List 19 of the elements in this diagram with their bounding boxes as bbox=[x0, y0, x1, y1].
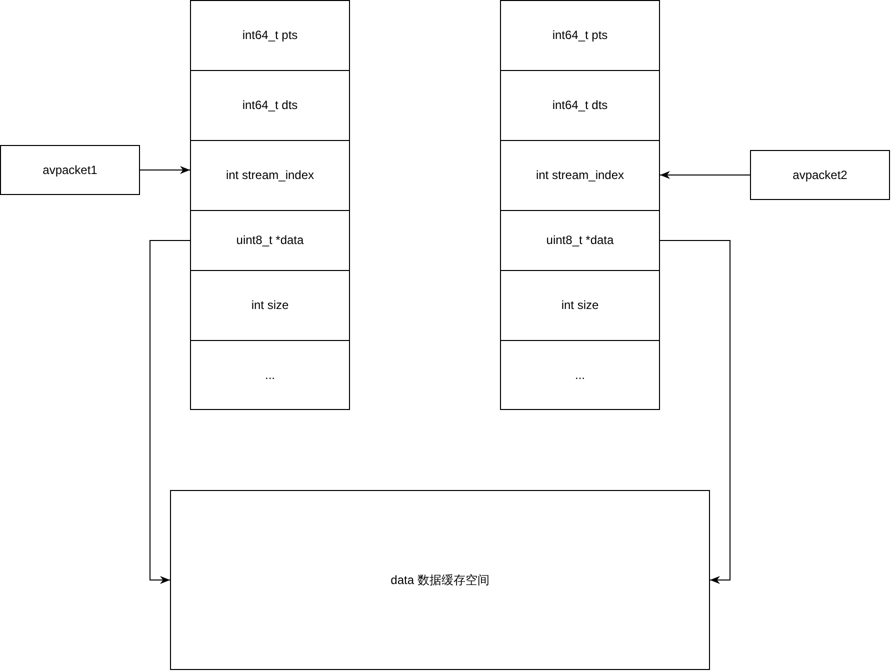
struct-field-box: int64_t pts bbox=[190, 0, 350, 71]
arrow bbox=[140, 166, 190, 174]
struct-field-box: int stream_index bbox=[500, 140, 660, 211]
struct-field-box: int stream_index bbox=[190, 140, 350, 211]
arrow bbox=[660, 171, 750, 179]
struct-field-box: ... bbox=[500, 340, 660, 410]
buffer-box: data 数据缓存空间 bbox=[170, 490, 710, 670]
struct-field-box: int64_t dts bbox=[190, 70, 350, 141]
struct-field-box: uint8_t *data bbox=[190, 210, 350, 271]
packet-box: avpacket1 bbox=[0, 145, 140, 195]
struct-field-box: uint8_t *data bbox=[500, 210, 660, 271]
struct-field-box: int64_t dts bbox=[500, 70, 660, 141]
struct-field-box: int size bbox=[190, 270, 350, 341]
arrow bbox=[150, 240, 190, 584]
packet-box: avpacket2 bbox=[750, 150, 890, 200]
struct-field-box: int size bbox=[500, 270, 660, 341]
struct-field-box: int64_t pts bbox=[500, 0, 660, 71]
arrow bbox=[660, 240, 730, 584]
struct-field-box: ... bbox=[190, 340, 350, 410]
